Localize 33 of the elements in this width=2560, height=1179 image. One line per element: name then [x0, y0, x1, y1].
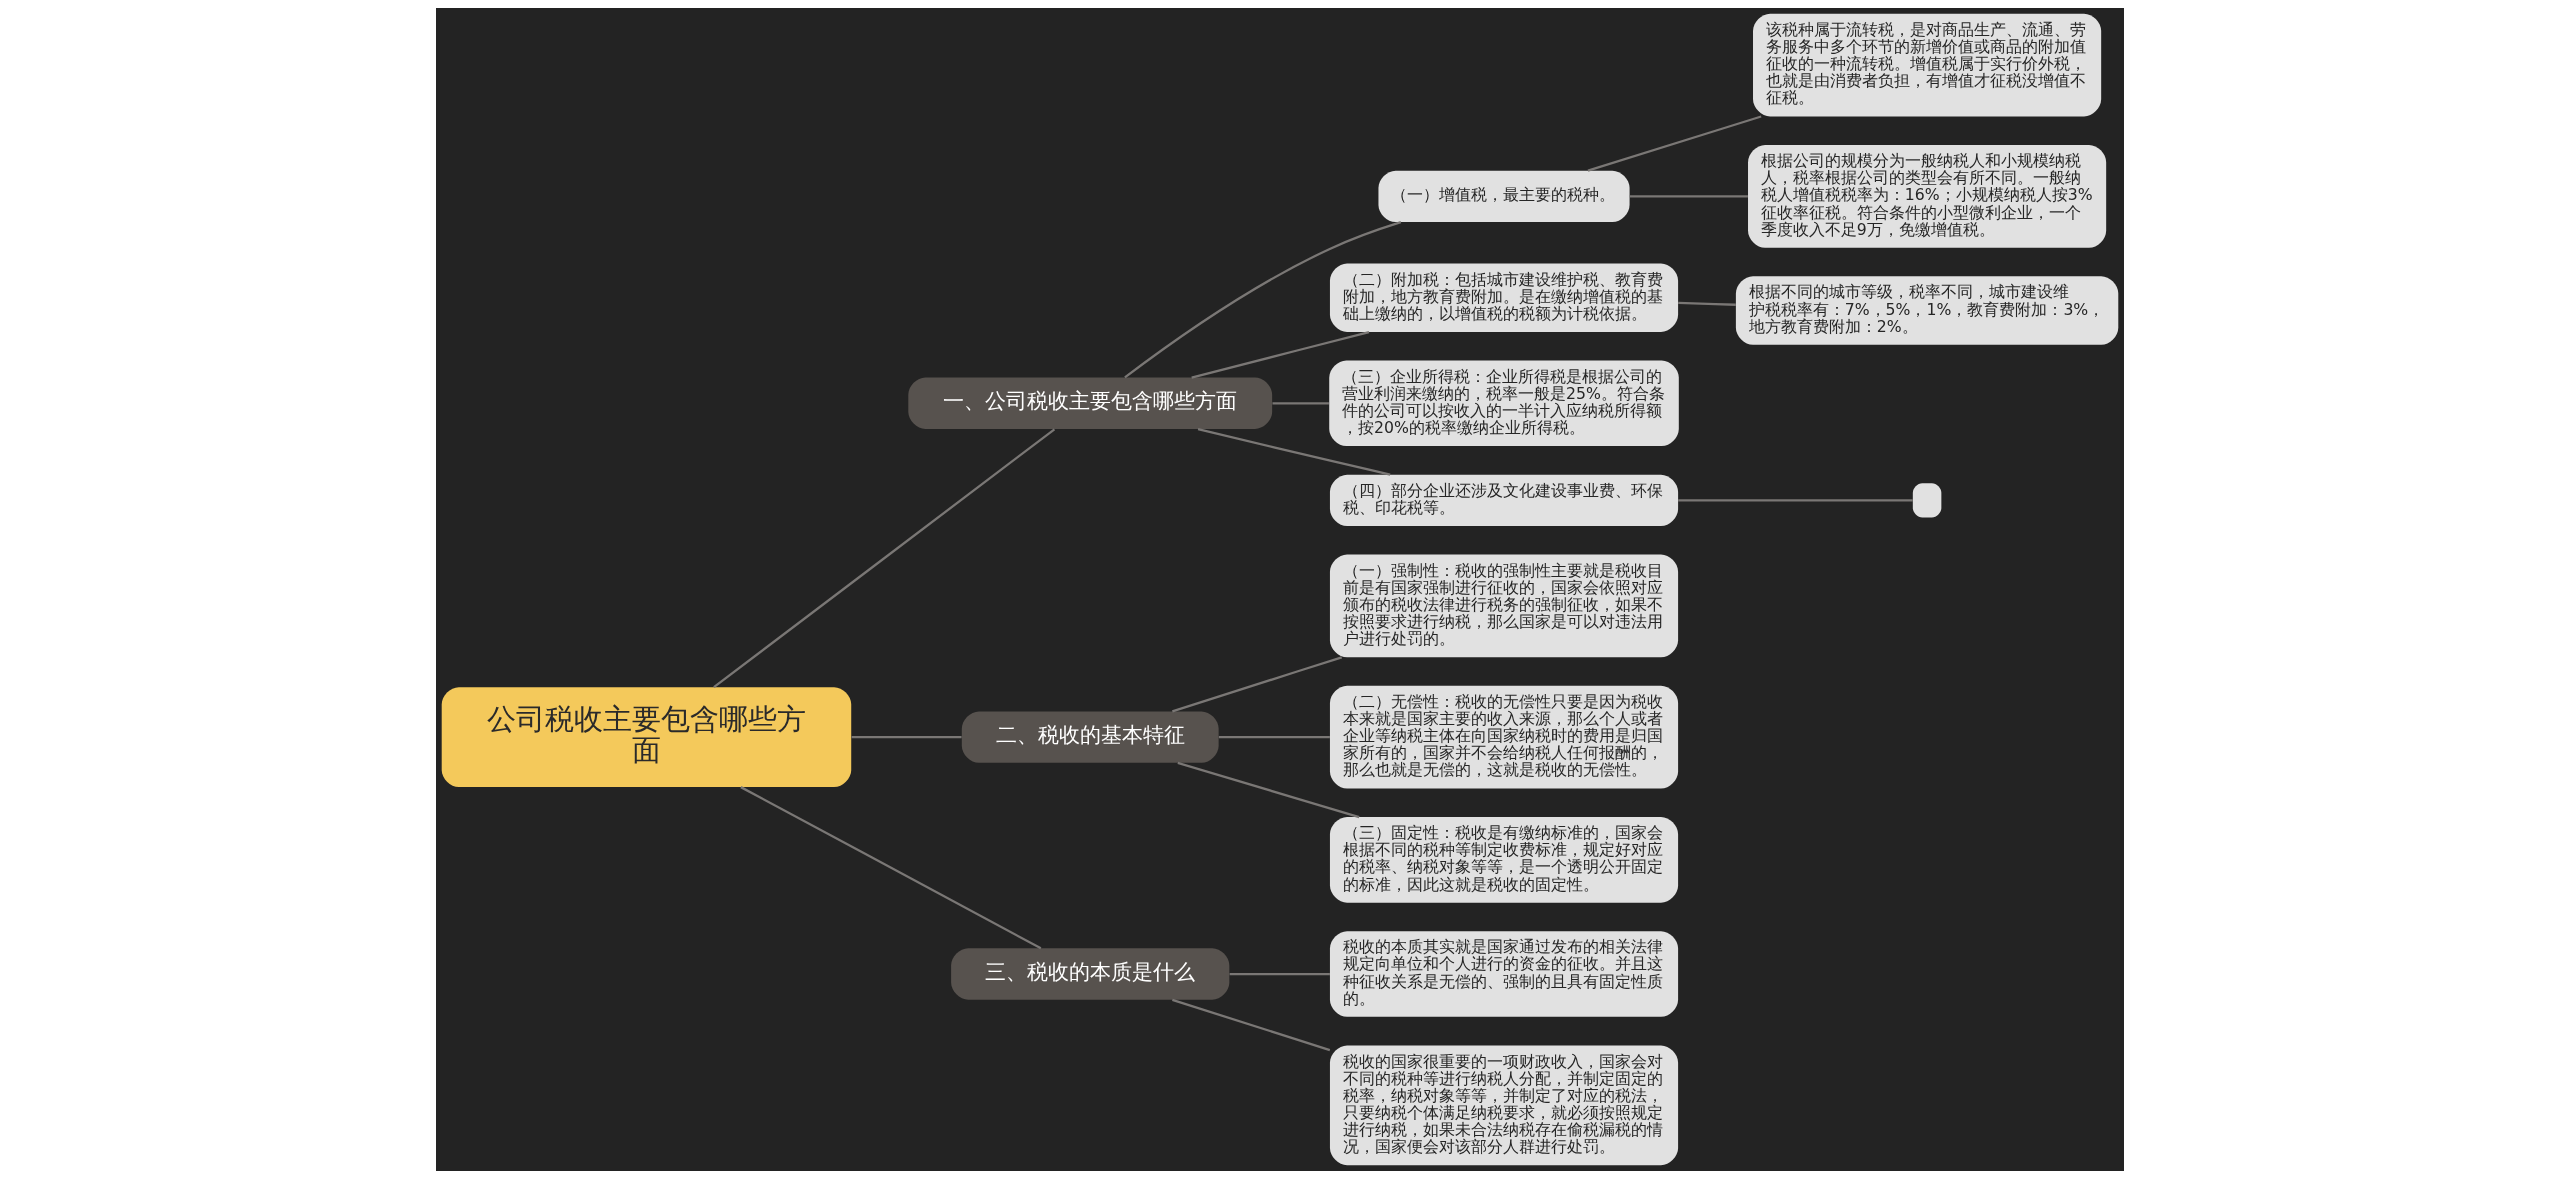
connector	[1172, 998, 1331, 1052]
node-box: （二）附加税：包括城市建设维护税、教育费附加，地方教育费附加。是在缴纳增值税的基础上缴纳的，以增值税的税额为计税依据。	[1329, 263, 1679, 332]
node-box: 税收的本质其实就是国家通过发布的相关法律规定向单位和个人进行的资金的征收。并且这种征收关系是无偿的、强制的且具有固定性质的。	[1329, 931, 1679, 1017]
node-box: 根据不同的城市等级，税率不同，城市建设维护税税率有：7%，5%，1%，教育费附加：3%，地方教育费附加：2%。	[1735, 276, 2119, 345]
connector	[1124, 221, 1402, 379]
connector	[713, 428, 1056, 689]
node-box: 三、税收的本质是什么	[951, 948, 1230, 1000]
connector	[1678, 301, 1736, 306]
node-box: （四）部分企业还涉及文化建设事业费、环保税、印花税等。	[1329, 474, 1679, 526]
node-box: 二、税收的基本特征	[961, 711, 1219, 763]
connector	[1218, 736, 1330, 739]
connector	[851, 736, 962, 739]
node-box: 根据公司的规模分为一般纳税人和小规模纳税人，税率根据公司的类型会有所不同。一般纳税人增值税税率为：16%；小规模纳税人按3%征收率征税。符合条件的小型微利企业，一个季度收入不足9万，免缴增值税。	[1748, 145, 2107, 248]
node-box: （二）无偿性：税收的无偿性只要是因为税收本来就是国家主要的收入来源，那么个人或者企业等纳税主体在向国家纳税时的费用是归国家所有的，国家并不会给纳税人任何报酬的，那么也就是无偿的，这就是税收的无偿性。	[1329, 685, 1679, 789]
node-box: （三）企业所得税：企业所得税是根据公司的营业利润来缴纳的，税率一般是25%。符合条件的公司可以按收入的一半计入应纳税所得额，按20%的税率缴纳企业所得税。	[1329, 360, 1679, 447]
node-box: （三）固定性：税收是有缴纳标准的，国家会根据不同的税种等制定收费标准，规定好对应的税率、纳税对象等等，是一个透明公开固定的标准，因此这就是税收的固定性。	[1329, 817, 1679, 903]
connector	[740, 786, 1042, 950]
connector	[1587, 115, 1762, 172]
connector	[1272, 402, 1329, 405]
node-box: 该税种属于流转税，是对商品生产、流通、劳务服务中多个环节的新增价值或商品的附加值征收的一种流转税。增值税属于实行价外税，也就是由消费者负担，有增值才征税没增值不征税。	[1753, 13, 2102, 117]
connector	[1678, 499, 1913, 502]
node-box: 公司税收主要包含哪些方面	[441, 687, 852, 788]
node-box: （一）强制性：税收的强制性主要就是税收目前是有国家强制进行征收的，国家会依照对应颁布的税收法律进行税务的强制征收，如果不按照要求进行纳税，那么国家是可以对违法用户进行处罚的。	[1329, 554, 1679, 658]
connector	[1191, 330, 1370, 379]
connector	[1197, 427, 1391, 476]
connector	[1172, 656, 1343, 713]
connector	[1229, 972, 1330, 976]
node-box: （一）增值税，最主要的税种。	[1378, 170, 1630, 223]
node-box: 一、公司税收主要包含哪些方面	[908, 377, 1273, 429]
connector	[1177, 761, 1360, 819]
node-box	[1912, 483, 1942, 518]
connector	[1629, 195, 1748, 198]
node-box: 税收的国家很重要的一项财政收入，国家会对不同的税种等进行纳税人分配，并制定固定的税率，纳税对象等等，并制定了对应的税法，只要纳税个体满足纳税要求，就必须按照规定进行纳税，如果未合法纳税存在偷税漏税的情况，国家便会对该部分人群进行处罚。	[1329, 1045, 1679, 1166]
